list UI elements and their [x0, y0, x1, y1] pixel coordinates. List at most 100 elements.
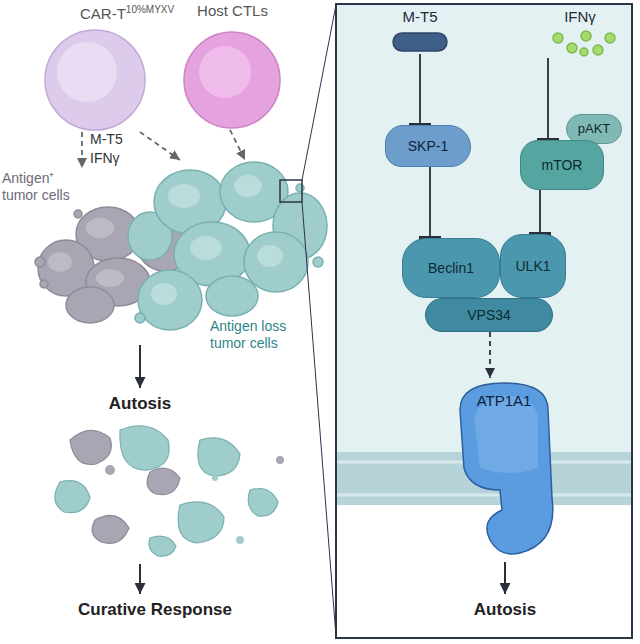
outcome-label: Autosis — [474, 600, 536, 620]
figure-circle — [605, 33, 615, 43]
node-label: ATP1A1 — [437, 392, 571, 410]
membrane-pump: ATP1A1 — [437, 378, 571, 558]
node-label: mTOR — [542, 157, 583, 174]
cell-highlight — [96, 269, 124, 287]
debris-fragment — [198, 438, 240, 476]
cell-debris — [55, 426, 284, 557]
tumor-cell — [244, 232, 308, 292]
tumor-cell-cluster: Antigen⁺ tumor cells — [2, 168, 120, 298]
cell-bleb — [40, 280, 48, 288]
text-holder: Antigen loss tumor cells — [210, 318, 302, 352]
cell-highlight — [234, 175, 262, 197]
tumor-cell — [138, 270, 202, 330]
zoom-box — [280, 180, 302, 202]
inhibition-edge — [539, 190, 541, 234]
protein-shape: mTOR — [520, 140, 604, 190]
text-holder: ATP1A1 — [437, 392, 571, 410]
cytokine-dots: IFNγ — [537, 8, 623, 58]
figure-circle — [45, 30, 145, 130]
dashed-arrow — [230, 130, 245, 160]
debris-dot — [212, 475, 218, 481]
node-label: SKP-1 — [408, 138, 448, 155]
figure-circle — [580, 48, 588, 56]
cell-highlight — [151, 283, 177, 305]
figure-circle — [553, 33, 563, 43]
tumor-cell-cluster: Antigen loss tumor cells — [122, 160, 330, 360]
node-label: IFNγ — [537, 8, 623, 26]
debris-fragment — [120, 426, 169, 470]
outcome-label: Curative Response — [78, 600, 232, 620]
cell-bleb — [296, 184, 304, 192]
debris-fragment — [147, 468, 180, 495]
text-holder: SKP-1 — [408, 138, 448, 155]
figure-pill — [393, 33, 447, 51]
protein-shape: Beclin1 — [402, 238, 500, 298]
panel-ground — [336, 4, 632, 638]
node-label: Host CTLs — [182, 2, 283, 20]
text-holder: Beclin1 — [428, 260, 474, 277]
cell-highlight — [257, 245, 283, 267]
cell-highlight — [86, 218, 114, 238]
node-label: Antigen loss tumor cells — [210, 318, 302, 352]
debris-fragment — [178, 502, 224, 543]
protein-shape: VPS34 — [425, 298, 553, 332]
dashed-arrow — [489, 332, 491, 378]
node-label: pAKT — [578, 121, 611, 137]
protein-shape: ULK1 — [500, 234, 566, 298]
node-label: Beclin1 — [428, 260, 474, 277]
cell-bleb — [35, 257, 45, 267]
host-ctl-cell: Host CTLs — [182, 2, 283, 130]
text-holder: CAR-T10%MYXV — [80, 4, 174, 23]
cell-bleb — [74, 210, 82, 218]
cell-bleb — [135, 313, 145, 323]
figure-circle — [57, 42, 117, 102]
inhibition-edge — [419, 54, 421, 125]
figure-circle — [593, 45, 603, 55]
debris-fragment — [149, 536, 176, 556]
figure-circle — [567, 43, 577, 53]
debris-fragment — [92, 516, 129, 544]
dashed-arrow — [140, 132, 180, 160]
figure-group — [393, 33, 447, 51]
annotation-text: IFNγ — [90, 150, 120, 167]
text-holder: IFNγ — [537, 8, 623, 26]
cell-highlights — [48, 218, 124, 287]
process-arrow — [504, 562, 506, 594]
figure-circle — [581, 31, 591, 41]
annotation-text: M-T5 — [90, 131, 123, 148]
car-t-cell: CAR-T10%MYXV — [25, 2, 185, 132]
tumor-cell — [66, 287, 114, 323]
protein-shape: SKP-1 — [385, 125, 471, 167]
membrane-layer — [337, 494, 631, 497]
figure-group — [553, 31, 615, 56]
figure-circle — [184, 32, 280, 128]
zoom-line — [302, 5, 336, 180]
debris-fragment — [70, 430, 111, 464]
text-holder: VPS34 — [467, 307, 511, 324]
cell-highlight — [190, 236, 222, 260]
zoom-line — [302, 202, 336, 636]
debris-dot — [105, 465, 115, 475]
extracellular-space — [337, 505, 631, 637]
debris-dot — [276, 456, 284, 464]
text-holder: ULK1 — [515, 258, 550, 275]
cell-bleb — [313, 257, 323, 267]
node-figure — [182, 2, 283, 130]
virus-protein: M-T5 — [382, 8, 458, 54]
text-holder: Host CTLs — [182, 2, 283, 20]
process-arrow — [139, 564, 141, 594]
figure-circle — [199, 46, 251, 98]
text-holder: mTOR — [542, 157, 583, 174]
outcome-label: Autosis — [109, 394, 171, 414]
zoom-panel-border — [336, 4, 632, 638]
antigen-loss-cells — [128, 162, 327, 330]
node-label: Antigen⁺ tumor cells — [2, 170, 80, 204]
dashed-arrow — [81, 132, 83, 168]
cell-highlight — [48, 252, 72, 272]
debris-fragment — [248, 489, 278, 517]
process-arrow — [139, 345, 141, 388]
text-holder: M-T5 — [382, 8, 458, 26]
debris-fragment — [55, 481, 90, 513]
text-holder: pAKT — [578, 121, 611, 137]
